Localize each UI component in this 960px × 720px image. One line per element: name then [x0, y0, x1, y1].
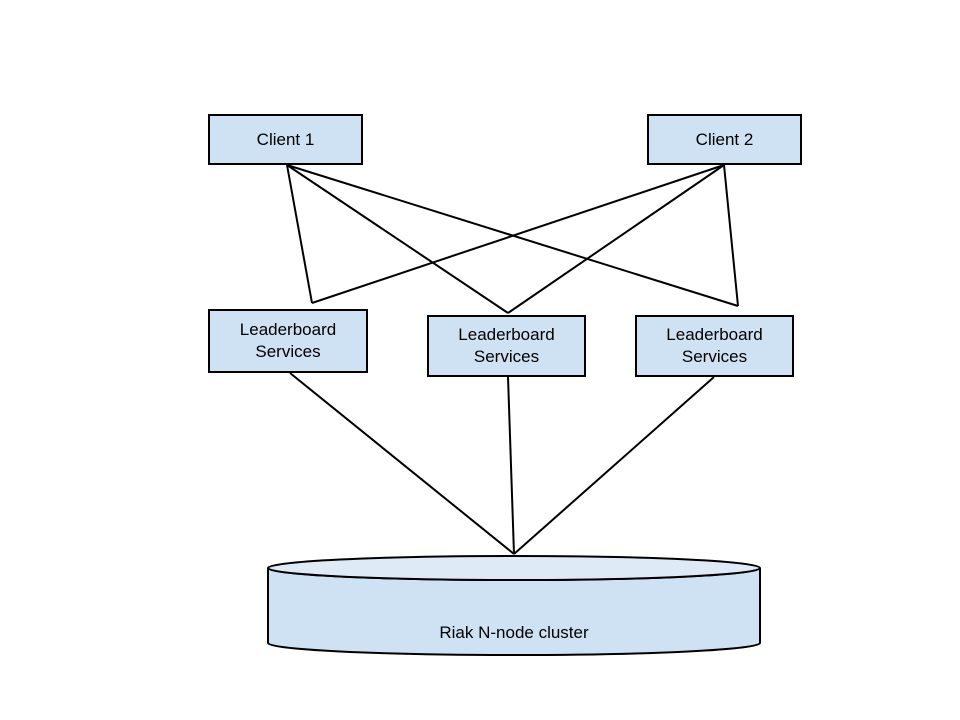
database-top: [267, 555, 761, 581]
leaderboard-service-3-box: Leaderboard Services: [635, 315, 794, 377]
edge-svc2-db: [507, 376, 515, 555]
service-1-label-line2: Services: [255, 342, 321, 361]
edge-client2-svc1: [311, 164, 725, 304]
database-cylinder: [267, 555, 761, 656]
leaderboard-service-2-box: Leaderboard Services: [427, 315, 586, 377]
edge-client2-svc2: [507, 164, 725, 314]
database-label: Riak N-node cluster: [439, 623, 589, 642]
service-2-label-line1: Leaderboard: [458, 325, 555, 344]
client-2-box: Client 2: [647, 114, 802, 165]
client-1-label: Client 1: [256, 129, 315, 149]
leaderboard-service-1-box: Leaderboard Services: [208, 309, 368, 373]
edge-client2-svc3: [723, 164, 739, 307]
service-1-label-line1: Leaderboard: [239, 320, 337, 339]
edge-client1-svc2: [286, 164, 509, 314]
edge-client1-svc1: [286, 164, 313, 304]
service-3-label-line2: Services: [681, 347, 748, 366]
edge-svc3-db: [513, 376, 715, 555]
client-1-box: Client 1: [208, 114, 363, 165]
service-2-label-line2: Services: [473, 347, 540, 366]
edge-svc1-db: [289, 372, 515, 555]
client-2-label: Client 2: [695, 129, 754, 149]
service-3-label-line1: Leaderboard: [666, 325, 763, 344]
